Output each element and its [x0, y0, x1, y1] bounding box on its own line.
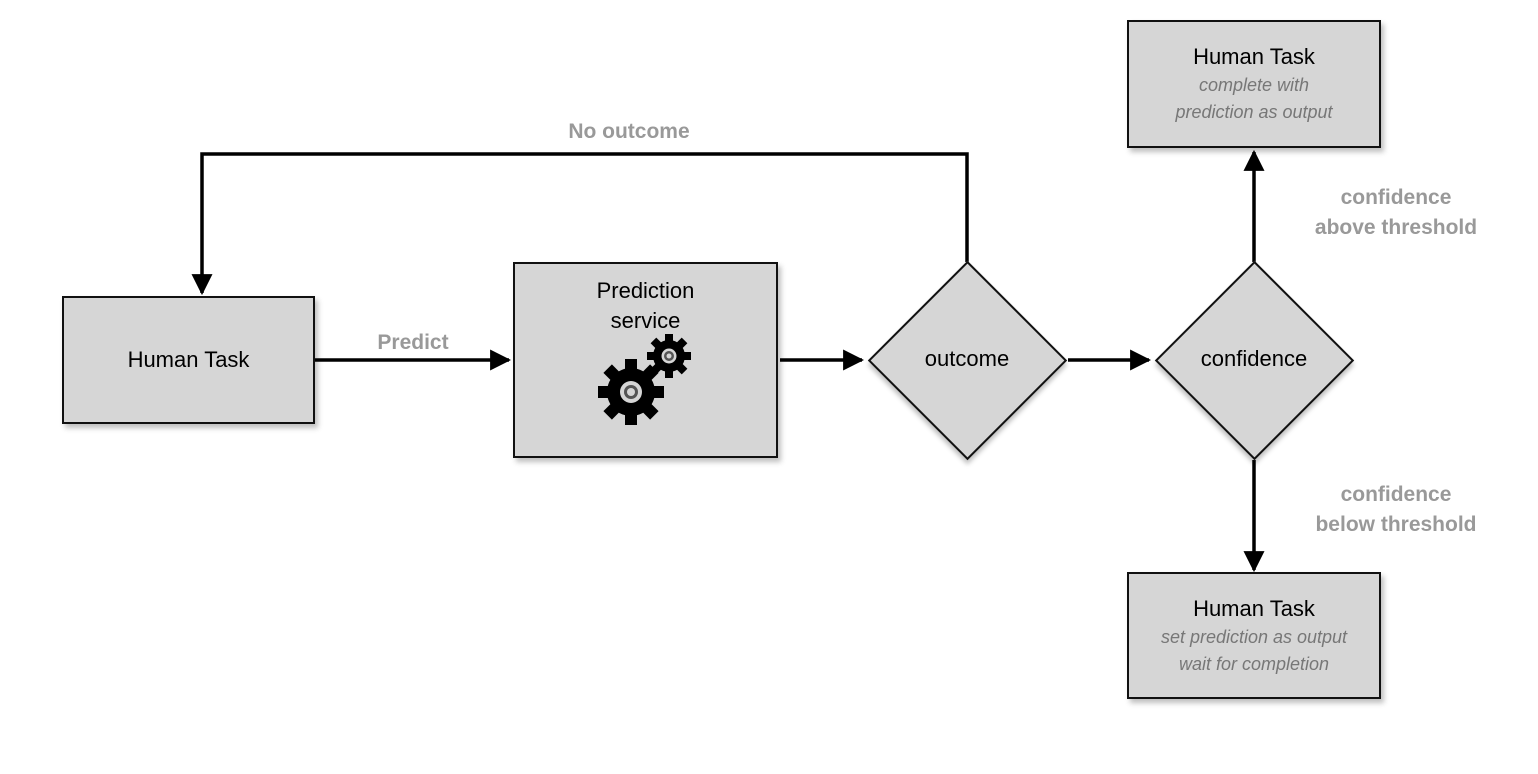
human-task-start-title: Human Task: [127, 347, 250, 372]
outcome-decision-label: outcome: [924, 346, 1010, 371]
human-task-complete-sub-line1: complete with: [1198, 75, 1310, 95]
no-outcome-edge-label: No outcome: [568, 120, 690, 143]
above-threshold-line1: confidence: [1340, 186, 1452, 209]
below-threshold-line2: below threshold: [1315, 513, 1477, 536]
human-task-wait-sub-line2: wait for completion: [1178, 653, 1330, 674]
human-task-start-node: Human Task: [62, 296, 315, 424]
above-threshold-edge-label: confidence above threshold: [1296, 183, 1496, 243]
predict-edge-label: Predict: [377, 331, 449, 354]
below-threshold-line1: confidence: [1340, 483, 1452, 506]
prediction-service-title-line1: Prediction: [596, 278, 695, 303]
prediction-service-title-line2: service: [610, 308, 681, 333]
below-threshold-edge-label: confidence below threshold: [1296, 480, 1496, 540]
confidence-decision-label: confidence: [1200, 346, 1308, 371]
prediction-service-node: Prediction service: [513, 262, 778, 458]
no-outcome-arrow: [191, 152, 969, 296]
human-task-complete-sub-line2: prediction as output: [1175, 102, 1333, 122]
gears-icon: [597, 334, 691, 425]
above-threshold-line2: above threshold: [1314, 216, 1478, 239]
human-task-wait-title: Human Task: [1193, 595, 1315, 621]
human-task-wait-sub-line1: set prediction as output: [1160, 626, 1348, 647]
human-task-complete-title: Human Task: [1193, 44, 1315, 69]
human-task-wait-node: Human Task set prediction as output wait…: [1127, 572, 1381, 699]
human-task-complete-node: Human Task complete with prediction as o…: [1127, 20, 1381, 148]
